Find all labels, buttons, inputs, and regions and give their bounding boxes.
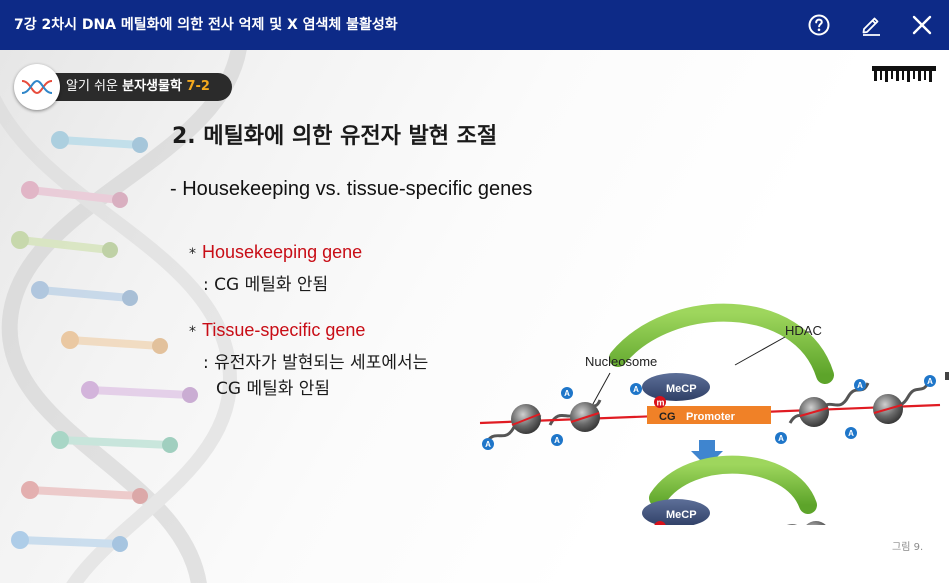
acetyl-marker [551,434,563,446]
mecp-protein [642,373,710,401]
diagram-bottom-panel: CG Promoter MeCP m [642,455,826,526]
scrollbar-thumb[interactable] [945,372,949,380]
dna-helix-background [0,50,247,583]
acetyl-a-label: A [848,429,854,438]
promoter-label: Promoter [686,411,736,423]
promoter-box [647,406,771,424]
methyl-m-label: m [657,523,665,526]
tissue-specific-gene-title: Tissue-specific gene [202,320,366,340]
tissue-specific-gene-desc-2: CG 메틸화 안됨 [216,379,331,399]
slide: 알기 쉬운 분자생물학 7-2 2. 메틸화에 의한 유전자 발현 조절 - H… [0,50,949,583]
nucleosome-label: Nucleosome [585,354,657,369]
course-name: 분자생물학 [122,79,187,94]
course-logo [14,64,60,110]
help-button[interactable] [803,10,835,40]
mecp-protein [642,499,710,525]
bullet-star: * [189,324,196,340]
hdac-label: HDAC [785,323,822,338]
down-arrow [691,440,723,467]
bullet-star: * [189,246,196,262]
dna-helix-icon [21,79,53,95]
hdac-arc [649,455,817,514]
slide-heading: 2. 메틸화에 의한 유전자 발현 조절 [172,124,498,149]
housekeeping-gene-desc: : CG 메틸화 안됨 [203,275,329,295]
acetyl-marker [775,432,787,444]
figure-caption: 그림 9. [892,542,924,553]
pencil-icon [862,17,880,36]
hdac-arc [609,303,834,384]
acetyl-a-label: A [564,389,570,398]
acetyl-a-label: A [554,436,560,445]
diagram-top-panel: HDAC Nucleosome CG Promoter MeCP m [479,303,941,450]
acetyl-marker [845,427,857,439]
hdac-pointer [734,336,786,366]
mecp-label: MeCP [666,383,697,395]
cg-label: CG [659,411,676,423]
acetyl-a-label: A [857,381,863,390]
edit-button[interactable] [855,10,887,40]
question-circle-icon [808,14,830,36]
tissue-specific-gene-desc-1: : 유전자가 발현되는 세포에서는 [203,353,429,373]
acetyl-marker [630,383,642,395]
title-bar: 7강 2차시 DNA 메틸화에 의한 전사 억제 및 X 염색체 불활성화 [0,0,949,50]
acetyl-marker [482,438,494,450]
methyl-mark [654,521,666,525]
acetyl-a-label: A [485,440,491,449]
course-badge: 알기 쉬운 분자생물학 7-2 [14,64,232,110]
brand-logo [872,66,936,82]
acetyl-a-label: A [927,377,933,386]
methylation-diagram: HDAC Nucleosome CG Promoter MeCP m [479,303,941,526]
course-number: 7-2 [186,79,210,94]
close-button[interactable] [906,10,938,40]
methyl-mark [654,396,666,408]
methyl-m-label: m [657,398,665,408]
mecp-label: MeCP [666,509,697,521]
nucleosome [786,524,798,525]
acetyl-marker [561,387,573,399]
course-title: 알기 쉬운 분자생물학 7-2 [42,73,232,101]
housekeeping-gene-title: Housekeeping gene [202,242,363,262]
window-title: 7강 2차시 DNA 메틸화에 의한 전사 억제 및 X 염색체 불활성화 [14,17,398,33]
close-icon [912,15,932,35]
course-prefix: 알기 쉬운 [66,79,123,94]
slide-subheading: - Housekeeping vs. tissue-specific genes [170,178,533,200]
acetyl-a-label: A [633,385,639,394]
nucleosome [806,521,826,525]
acetyl-marker [924,375,936,387]
acetyl-marker [854,379,866,391]
acetyl-a-label: A [778,434,784,443]
